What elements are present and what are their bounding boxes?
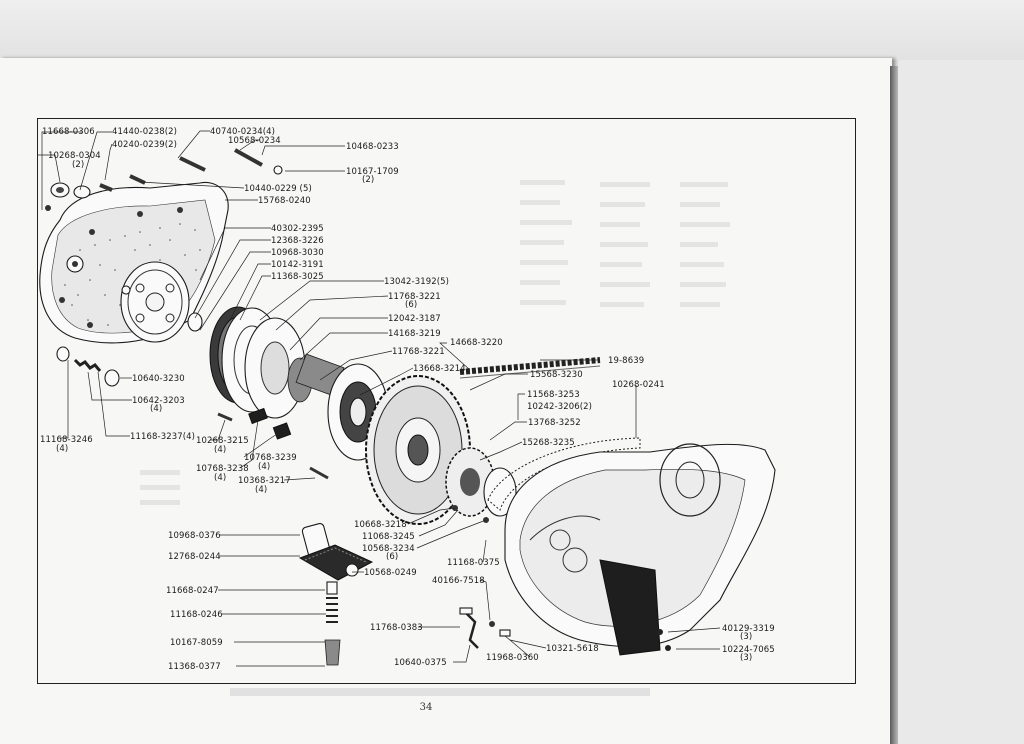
part-label-l36-qty: (4) <box>214 473 226 483</box>
part-label-l41: 10568-3234 <box>362 544 415 554</box>
part-label-l12: 12368-3226 <box>271 236 324 246</box>
part-label-l29: 15268-3235 <box>522 438 575 448</box>
clutch-plate-stack <box>187 306 345 419</box>
part-label-l4-qty: (2) <box>72 160 84 170</box>
part-label-l39: 10668-3218 <box>354 520 407 530</box>
part-label-l7: 10468-0233 <box>346 142 399 152</box>
page-number: 34 <box>419 702 433 713</box>
part-label-l24: 15568-3230 <box>530 370 583 380</box>
gasket <box>487 437 641 511</box>
part-label-l21: 11768-3221 <box>392 347 445 357</box>
part-label-l4: 10268-0304 <box>48 151 101 161</box>
part-label-l42: 12768-0244 <box>168 552 221 562</box>
part-label-l22: 19-8639 <box>608 356 644 366</box>
part-label-l19: 14168-3219 <box>388 329 441 339</box>
part-label-l31: 10642-3203 <box>132 396 185 406</box>
part-label-l35-qty: (4) <box>258 462 270 472</box>
part-label-l1: 11668-0306 <box>42 127 95 137</box>
diagram-frame <box>37 118 856 684</box>
scan-background-right <box>898 60 1024 744</box>
part-label-l26: 11568-3253 <box>527 390 580 400</box>
part-label-l41-qty: (6) <box>386 552 398 562</box>
part-number-labels: 11668-0306 41440-0238(2) 40240-0239(2) 1… <box>40 127 775 672</box>
part-label-l33: 11168-3237(4) <box>130 432 195 442</box>
part-label-l37: 10368-3217 <box>238 476 291 486</box>
part-label-l53: 11368-0377 <box>168 662 221 672</box>
part-label-l15: 11368-3025 <box>271 272 324 282</box>
footrest-assembly <box>217 407 374 666</box>
part-label-l55: 10224-7065 <box>722 645 775 655</box>
part-label-l44: 11168-0375 <box>447 558 500 568</box>
page-edge-shadow <box>890 66 898 744</box>
part-label-l14: 10142-3191 <box>271 260 324 270</box>
inner-chaincase <box>504 443 776 656</box>
part-label-l40: 11068-3245 <box>362 532 415 542</box>
part-label-l35: 10768-3239 <box>244 453 297 463</box>
part-label-l36: 10768-3238 <box>196 464 249 474</box>
part-label-l23: 13668-3214 <box>413 364 466 374</box>
part-label-l18: 12042-3187 <box>388 314 441 324</box>
part-label-l25: 10268-0241 <box>612 380 665 390</box>
part-label-l17-qty: (6) <box>405 300 417 310</box>
part-label-l54: 40129-3319 <box>722 624 775 634</box>
part-label-l8: 10167-1709 <box>346 167 399 177</box>
part-label-l47: 11168-0246 <box>170 610 223 620</box>
part-label-l32-qty: (4) <box>56 444 68 454</box>
scan-background-top <box>0 0 1024 60</box>
part-label-l3: 40240-0239(2) <box>112 140 177 150</box>
part-label-l6: 10568-0234 <box>228 136 281 146</box>
leader-lines <box>38 130 721 667</box>
part-label-l43: 10568-0249 <box>364 568 417 578</box>
part-label-l27: 10242-3206(2) <box>527 402 592 412</box>
part-label-l31-qty: (4) <box>150 404 162 414</box>
part-label-l20: 14668-3220 <box>450 338 503 348</box>
part-label-l5: 40740-0234(4) <box>210 127 275 137</box>
part-label-l30: 10640-3230 <box>132 374 185 384</box>
part-label-l49: 10167-8059 <box>170 638 223 648</box>
bleed-through-text <box>140 180 730 696</box>
part-label-l55-qty: (3) <box>740 653 752 663</box>
part-label-l13: 10968-3030 <box>271 248 324 258</box>
part-label-l52: 10640-0375 <box>394 658 447 668</box>
spring-and-cups <box>56 346 120 387</box>
part-label-l9: 10440-0229 (5) <box>244 184 312 194</box>
part-label-l51: 11968-0360 <box>486 653 539 663</box>
part-label-l34-qty: (4) <box>214 445 226 455</box>
part-label-l48: 11768-0383 <box>370 623 423 633</box>
part-label-l10: 15768-0240 <box>258 196 311 206</box>
engine-sprocket <box>445 447 517 517</box>
part-label-l16: 13042-3192(5) <box>384 277 449 287</box>
part-label-l8-qty: (2) <box>362 175 374 185</box>
inspection-plate <box>120 261 190 343</box>
part-label-l38: 10968-0376 <box>168 531 221 541</box>
part-label-l17: 11768-3221 <box>388 292 441 302</box>
part-label-l34: 10268-3215 <box>196 436 249 446</box>
part-label-l11: 40302-2395 <box>271 224 324 234</box>
part-label-l46: 11668-0247 <box>166 586 219 596</box>
primary-chain <box>459 357 601 379</box>
part-label-l54-qty: (3) <box>740 632 752 642</box>
part-label-l45: 40166-7518 <box>432 576 485 586</box>
part-label-l2: 41440-0238(2) <box>112 127 177 137</box>
part-label-l32: 11168-3246 <box>40 435 93 445</box>
part-label-l50: 10321-5618 <box>546 644 599 654</box>
part-label-l28: 13768-3252 <box>528 418 581 428</box>
part-label-l37-qty: (4) <box>255 485 267 495</box>
